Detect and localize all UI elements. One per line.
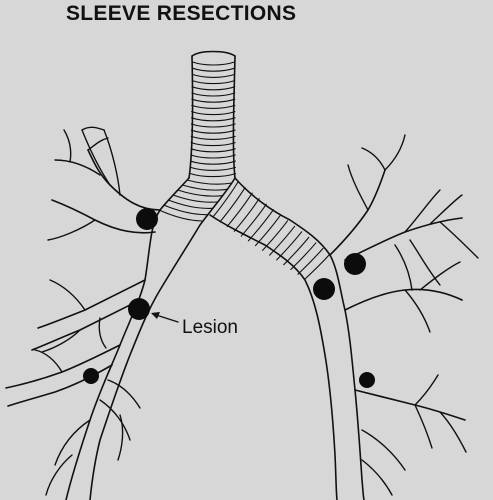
cartilage-ring bbox=[212, 181, 239, 218]
lesion-markers bbox=[83, 208, 375, 388]
cartilage-ring bbox=[158, 209, 203, 222]
cartilage-ring bbox=[191, 111, 236, 116]
right-bronchus bbox=[5, 126, 236, 500]
lesion-label: Lesion bbox=[182, 317, 238, 338]
cartilage-ring bbox=[276, 231, 303, 261]
cartilage-ring bbox=[190, 123, 236, 128]
cartilage-ring bbox=[226, 192, 253, 228]
cartilage-ring bbox=[177, 189, 223, 197]
cartilage-ring bbox=[186, 179, 233, 185]
cartilage-ring bbox=[269, 225, 296, 256]
cartilage-ring bbox=[240, 203, 267, 237]
cartilage-ring bbox=[247, 209, 274, 242]
cartilage-ring bbox=[190, 148, 236, 153]
cartilage-ring bbox=[297, 247, 324, 275]
cartilage-ring bbox=[190, 166, 236, 171]
left-bronchus bbox=[209, 134, 479, 500]
cartilage-ring bbox=[190, 129, 236, 134]
cartilage-ring bbox=[191, 67, 236, 72]
cartilage-ring bbox=[304, 253, 331, 280]
cartilage-ring bbox=[290, 242, 317, 271]
lesion-marker-right-upper-lobe bbox=[136, 208, 158, 230]
cartilage-ring bbox=[233, 198, 260, 232]
cartilage-ring bbox=[172, 194, 218, 203]
cartilage-ring bbox=[191, 104, 236, 109]
trachea bbox=[188, 50, 237, 179]
lesion-callout: Lesion bbox=[151, 312, 238, 338]
lesion-marker-left-upper-lobe bbox=[344, 253, 366, 275]
diagram-title: SLEEVE RESECTIONS bbox=[66, 2, 297, 25]
lesion-marker-left-main bbox=[313, 278, 335, 300]
cartilage-ring bbox=[283, 236, 310, 266]
cartilage-ring bbox=[254, 214, 282, 247]
cartilage-ring bbox=[219, 186, 246, 223]
cartilage-ring bbox=[181, 184, 228, 191]
cartilage-ring bbox=[163, 204, 208, 216]
cartilage-ring bbox=[190, 160, 236, 165]
lesion-marker-right-lower-lobe bbox=[83, 368, 99, 384]
cartilage-ring bbox=[191, 98, 236, 103]
cartilage-ring bbox=[191, 80, 236, 85]
cartilage-ring bbox=[167, 199, 213, 209]
cartilage-ring bbox=[190, 154, 236, 159]
lesion-marker-left-lower-lobe bbox=[359, 372, 375, 388]
cartilage-ring bbox=[261, 220, 289, 251]
lesion-arrowhead bbox=[151, 312, 160, 319]
cartilage-ring bbox=[191, 86, 236, 91]
cartilage-ring bbox=[189, 173, 237, 178]
cartilage-ring bbox=[190, 117, 236, 122]
cartilage-ring bbox=[191, 61, 236, 66]
cartilage-ring bbox=[191, 92, 236, 97]
cartilage-ring bbox=[190, 142, 236, 147]
cartilage-ring bbox=[191, 73, 236, 78]
lesion-marker-bronchus-intermedius bbox=[128, 298, 150, 320]
cartilage-ring bbox=[190, 135, 236, 140]
